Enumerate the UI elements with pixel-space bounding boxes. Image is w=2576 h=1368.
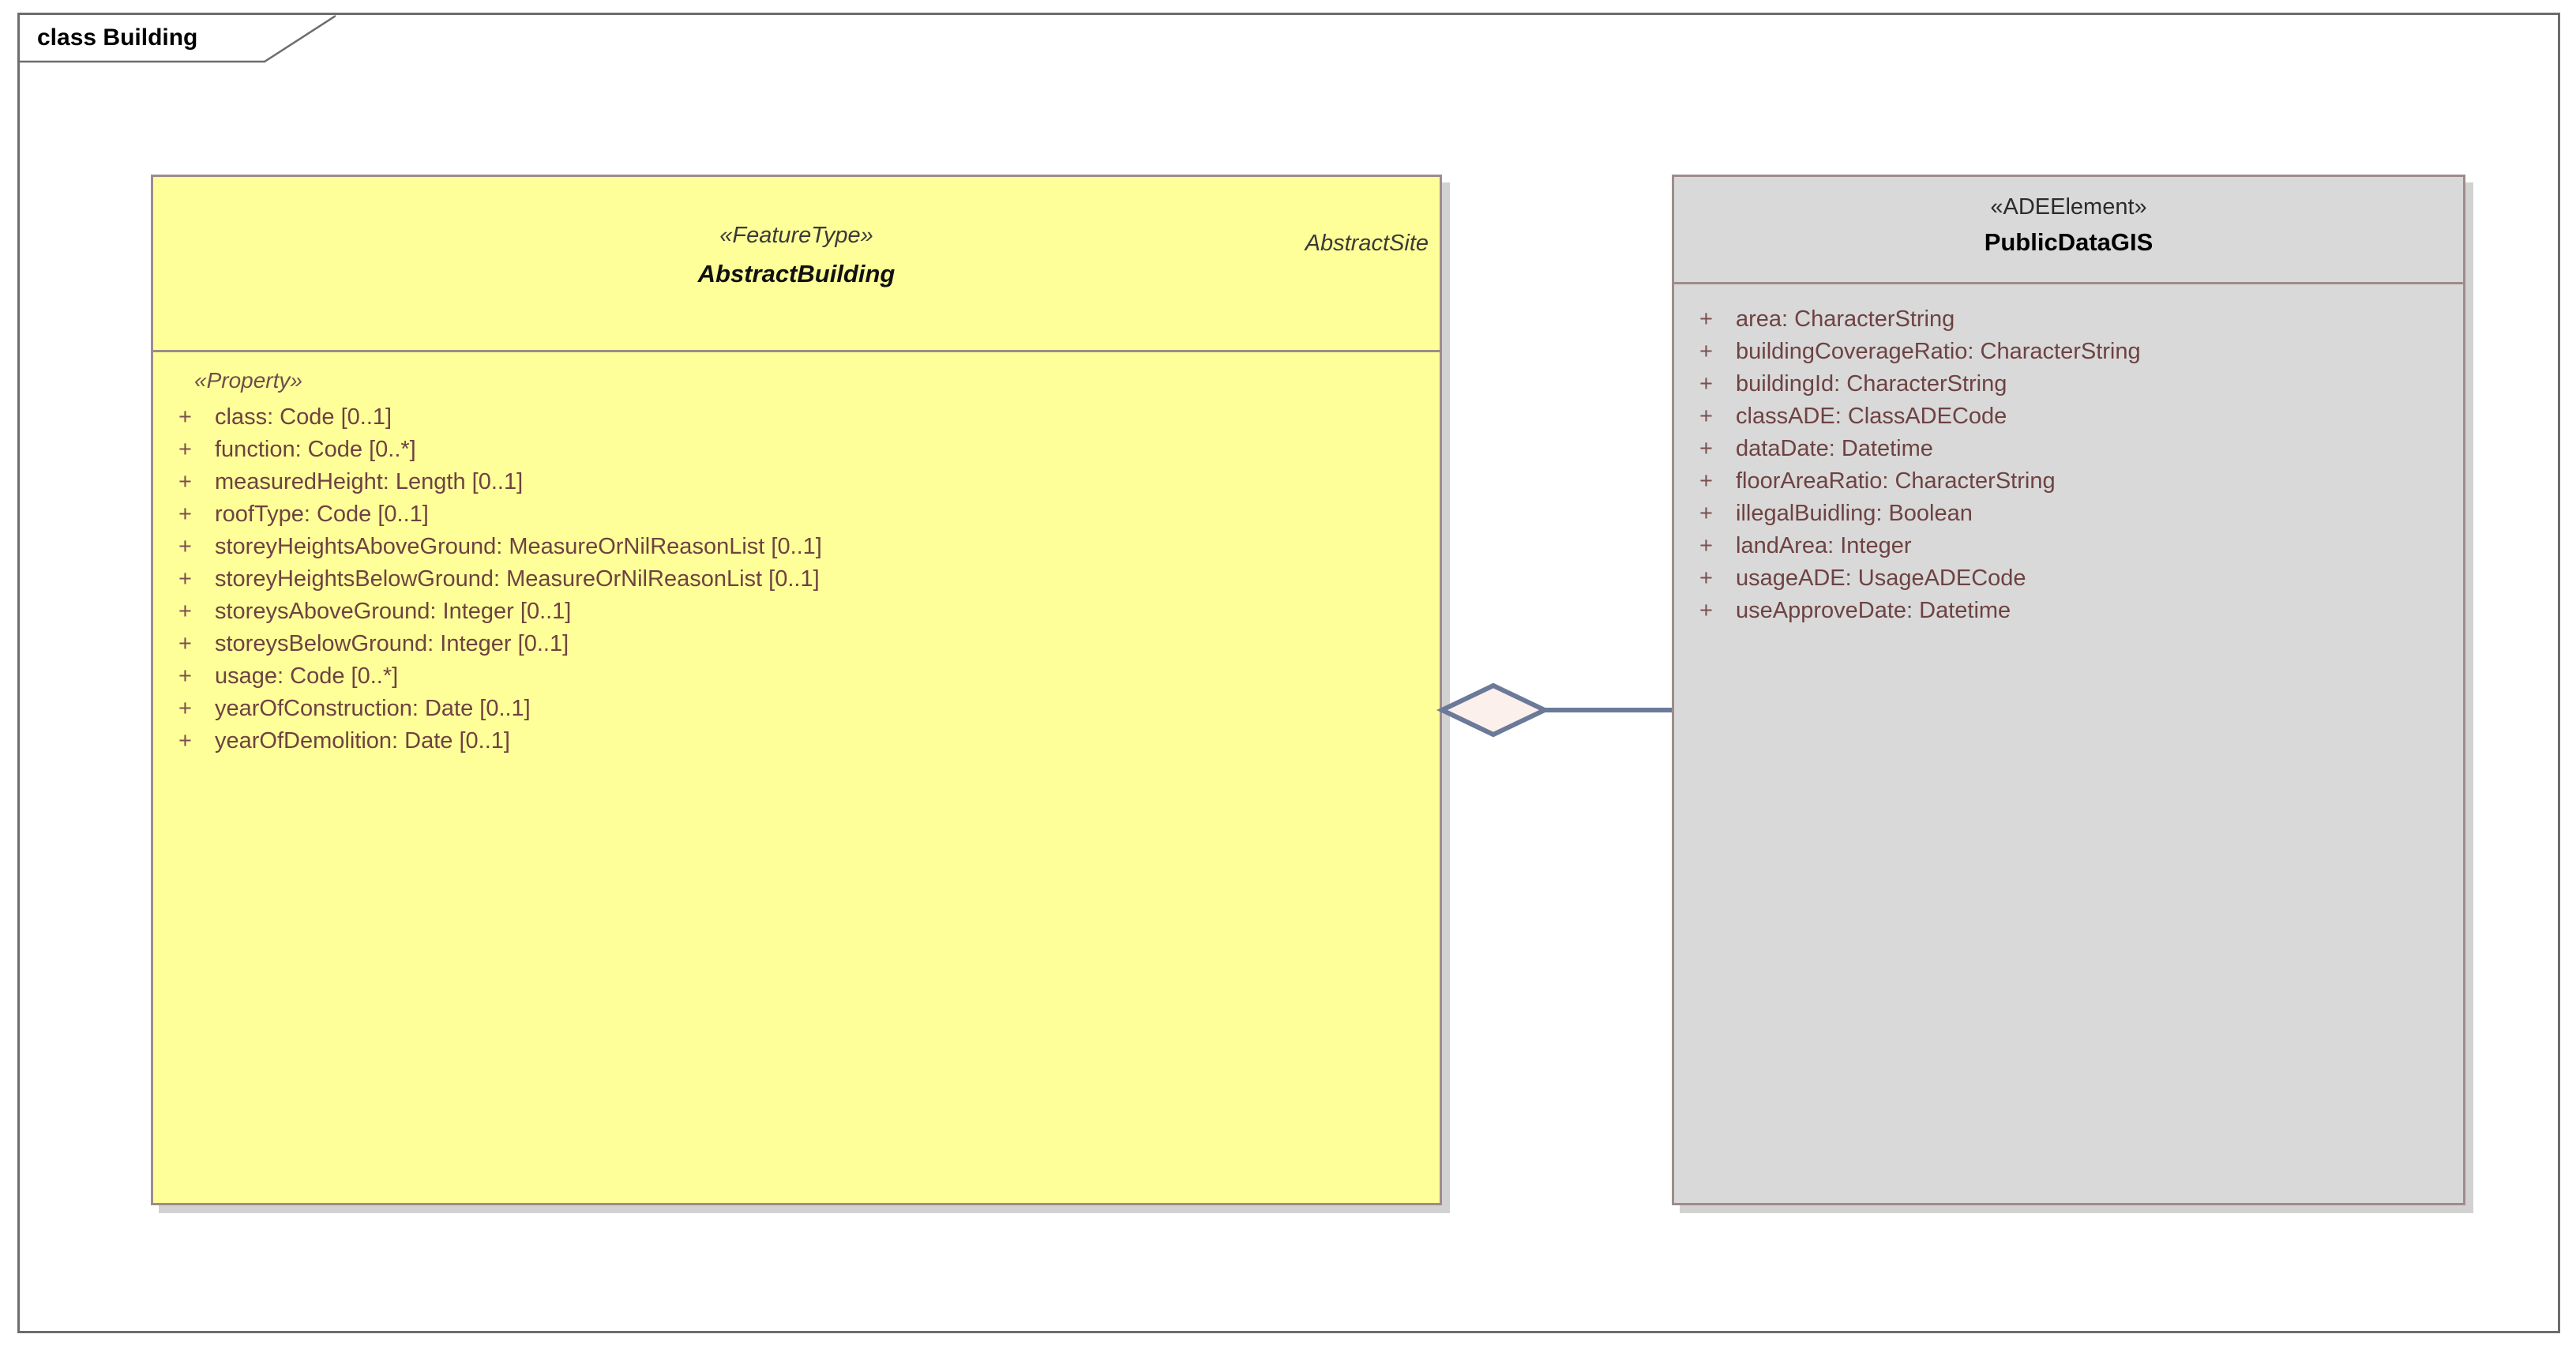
attribute-visibility: +: [1699, 371, 1713, 396]
class-header-abstract-building: AbstractSite «FeatureType» AbstractBuild…: [153, 223, 1440, 352]
attribute-visibility: +: [178, 663, 192, 689]
attribute-signature: usageADE: UsageADECode: [1736, 566, 2026, 591]
uml-diagram-frame: class Building AbstractSite «FeatureType…: [17, 13, 2560, 1333]
qualified-name-abstract-building: AbstractSite: [1305, 231, 1429, 256]
class-name-public-data-gis: PublicDataGIS: [1984, 228, 2154, 256]
attribute-signature: yearOfDemolition: Date [0..1]: [215, 728, 510, 754]
attribute-signature: storeyHeightsBelowGround: MeasureOrNilRe…: [215, 566, 820, 592]
diagram-frame-title: class Building: [37, 24, 198, 51]
attribute-visibility: +: [178, 534, 192, 559]
attribute-signature: buildingCoverageRatio: CharacterString: [1736, 339, 2141, 364]
attribute-signature: storeysAboveGround: Integer [0..1]: [215, 599, 572, 624]
attribute-signature: storeysBelowGround: Integer [0..1]: [215, 631, 569, 656]
attribute-visibility: +: [1699, 566, 1713, 591]
attribute-visibility: +: [178, 502, 192, 527]
class-box-public-data-gis[interactable]: «ADEElement» PublicDataGIS + area: Charac…: [1672, 175, 2465, 1205]
attribute-visibility: +: [178, 404, 192, 430]
stereotype-public-data-gis: «ADEElement»: [1990, 194, 2147, 220]
class-name-abstract-building: AbstractBuilding: [697, 260, 896, 288]
attribute-visibility: +: [1699, 468, 1713, 494]
attribute-signature: function: Code [0..*]: [215, 437, 416, 462]
attribute-compartment-public-data-gis: + area: CharacterString + buildingCoverageR…: [1674, 284, 2463, 1220]
attribute-signature: floorAreaRatio: CharacterString: [1736, 468, 2056, 494]
attribute-visibility: +: [178, 437, 192, 462]
attribute-signature: dataDate: Datetime: [1736, 436, 1933, 461]
aggregation-diamond-icon: [1436, 682, 1550, 738]
attribute-visibility: +: [1699, 404, 1713, 429]
attribute-visibility: +: [1699, 436, 1713, 461]
attribute-visibility: +: [1699, 501, 1713, 526]
attribute-visibility: +: [1699, 306, 1713, 332]
attribute-signature: roofType: Code [0..1]: [215, 502, 429, 527]
attribute-signature: yearOfConstruction: Date [0..1]: [215, 696, 531, 721]
compartment-stereotype-property: «Property»: [194, 368, 302, 393]
attribute-signature: buildingId: CharacterString: [1736, 371, 2007, 396]
class-box-abstract-building[interactable]: AbstractSite «FeatureType» AbstractBuild…: [151, 175, 1442, 1205]
attribute-signature: useApproveDate: Datetime: [1736, 598, 2011, 623]
attribute-signature: usage: Code [0..*]: [215, 663, 399, 689]
attribute-visibility: +: [178, 469, 192, 494]
attribute-signature: measuredHeight: Length [0..1]: [215, 469, 524, 494]
attribute-signature: illegalBuidling: Boolean: [1736, 501, 1973, 526]
attribute-visibility: +: [1699, 339, 1713, 364]
attribute-visibility: +: [178, 728, 192, 754]
attribute-signature: classADE: ClassADECode: [1736, 404, 2007, 429]
attribute-signature: class: Code [0..1]: [215, 404, 392, 430]
diagram-frame-tab: class Building: [20, 15, 336, 62]
attribute-compartment-abstract-building: «Property» + class: Code [0..1] + function:…: [153, 352, 1440, 1249]
attribute-visibility: +: [178, 566, 192, 592]
attribute-visibility: +: [178, 599, 192, 624]
attribute-visibility: +: [1699, 533, 1713, 558]
attribute-visibility: +: [178, 696, 192, 721]
attribute-visibility: +: [1699, 598, 1713, 623]
attribute-signature: storeyHeightsAboveGround: MeasureOrNilRe…: [215, 534, 822, 559]
class-header-public-data-gis: «ADEElement» PublicDataGIS: [1674, 194, 2463, 284]
attribute-signature: landArea: Integer: [1736, 533, 1912, 558]
attribute-signature: area: CharacterString: [1736, 306, 1955, 332]
attribute-visibility: +: [178, 631, 192, 656]
stereotype-abstract-building: «FeatureType»: [719, 223, 873, 248]
